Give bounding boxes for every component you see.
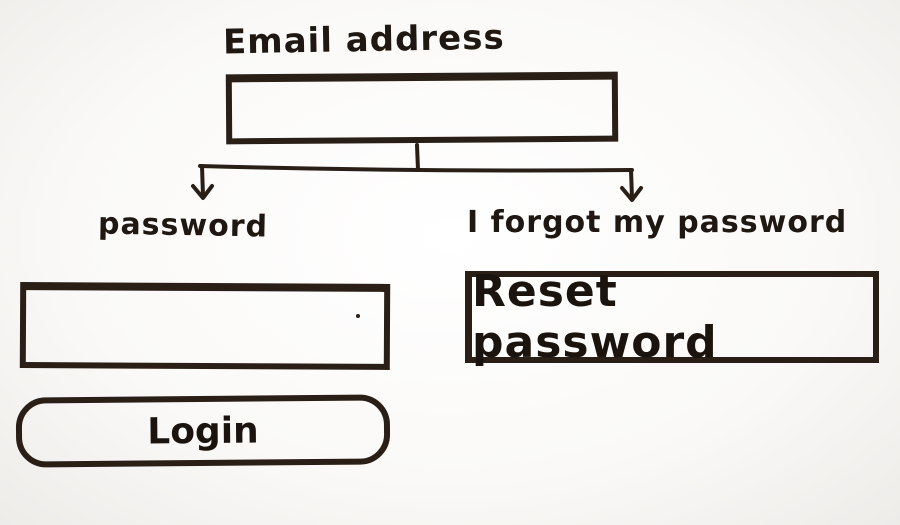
password-label: password (97, 206, 269, 245)
connector-stem (415, 143, 420, 172)
connector-right-drop (629, 168, 634, 200)
ink-dot (356, 314, 360, 318)
forgot-password-label: I forgot my password (467, 205, 848, 240)
connector-branch (198, 164, 634, 173)
arrow-down-icon (191, 184, 214, 200)
login-label: Login (147, 410, 259, 452)
login-button[interactable]: Login (15, 394, 391, 468)
connector-left-drop (200, 164, 205, 198)
reset-password-label: Reset password (472, 266, 718, 368)
reset-password-button[interactable]: Reset password (465, 266, 879, 368)
password-field[interactable] (19, 282, 391, 370)
arrow-down-icon (620, 186, 643, 202)
